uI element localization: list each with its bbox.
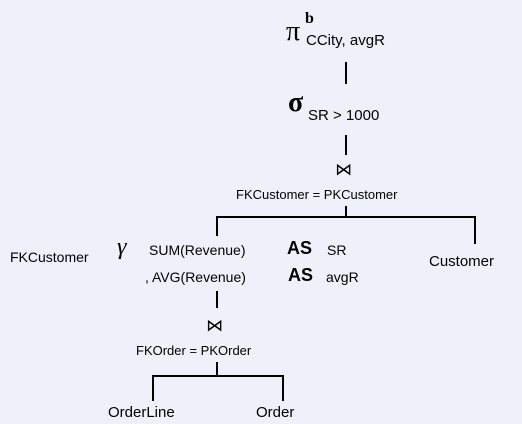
relation-customer: Customer (429, 253, 495, 270)
relation-order: Order (256, 404, 295, 421)
edge-join-bottom-right (282, 375, 284, 401)
edge-join-bottom-stem (216, 362, 218, 376)
edge-join-bottom-left (152, 375, 154, 401)
edge-join-left (216, 216, 218, 236)
edge-join-crossbar (216, 216, 476, 218)
projection-symbol: π (286, 16, 301, 47)
aggregation-line2-alias: avgR (326, 269, 359, 285)
edge-projection-selection (345, 62, 347, 84)
aggregation-line1-alias: SR (327, 242, 347, 258)
aggregation-symbol: γ (117, 234, 127, 260)
edge-join-right (474, 216, 476, 244)
selection-condition: SR > 1000 (308, 107, 380, 124)
join-symbol-top: ⋈ (335, 160, 352, 179)
aggregation-line1-as: AS (287, 238, 313, 258)
aggregation-line1-expr: SUM(Revenue) (149, 242, 246, 258)
projection-superscript: b (305, 10, 314, 27)
edge-aggregation-join (216, 291, 218, 308)
join-symbol-bottom: ⋈ (206, 316, 223, 335)
join-condition-top: FKCustomer = PKCustomer (236, 187, 398, 202)
edge-selection-join (345, 135, 347, 155)
selection-symbol: σ (288, 87, 304, 118)
join-condition-bottom: FKOrder = PKOrder (136, 343, 252, 358)
projection-attributes: CCity, avgR (306, 32, 385, 49)
aggregation-line2-expr: , AVG(Revenue) (145, 269, 246, 285)
edge-join-stem (345, 206, 347, 217)
aggregation-line2-as: AS (288, 265, 314, 285)
relation-orderline: OrderLine (108, 404, 175, 421)
edge-join-bottom-crossbar (152, 375, 284, 377)
aggregation-group-by: FKCustomer (10, 249, 89, 265)
